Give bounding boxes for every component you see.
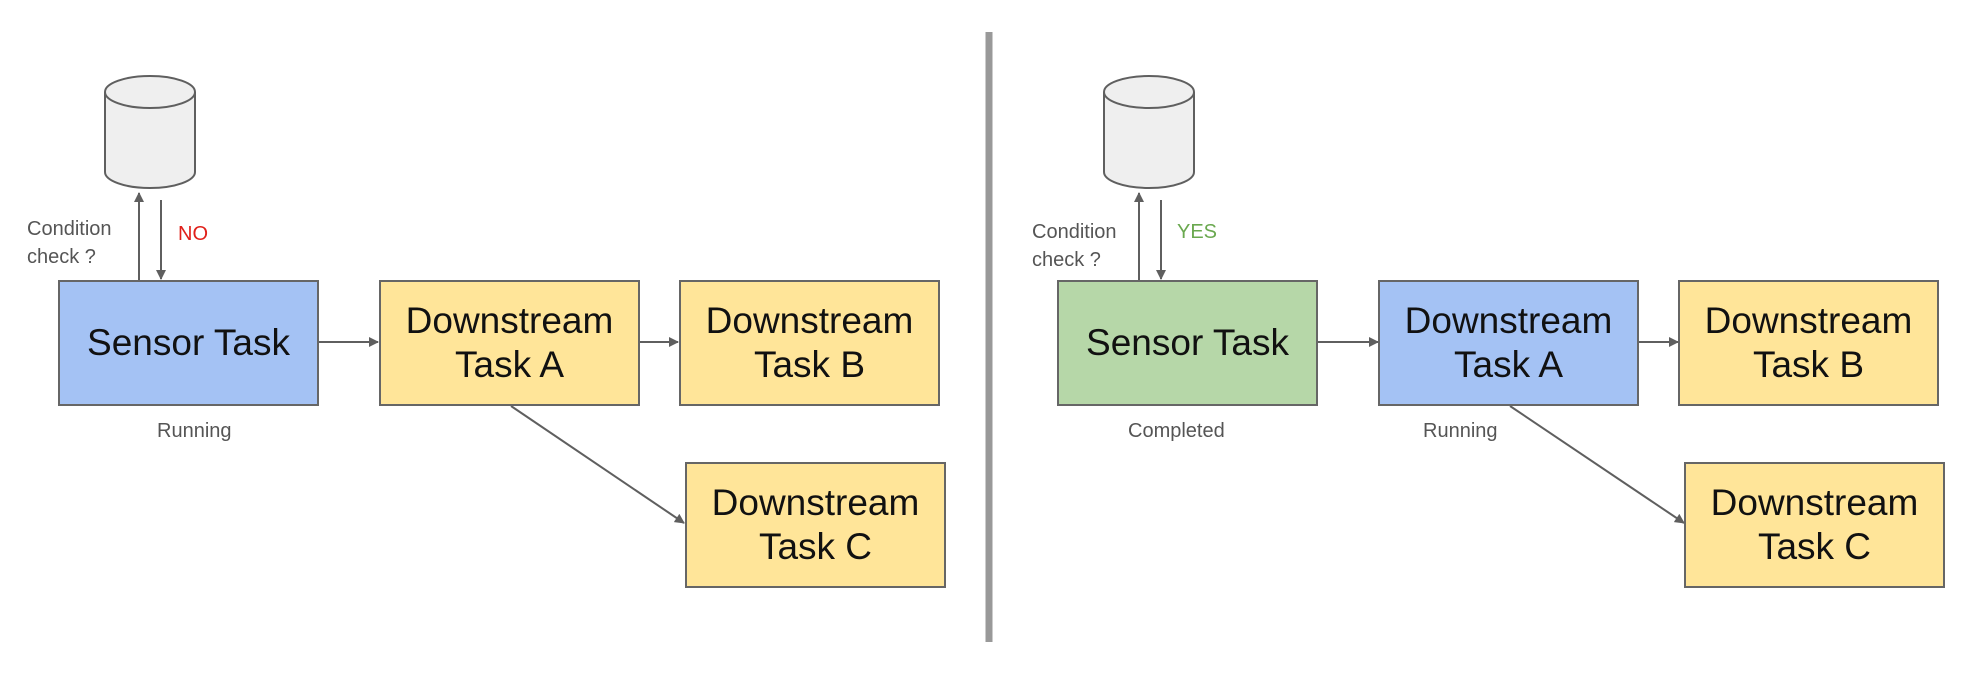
right-downstream-task-b: Downstream Task B — [1678, 280, 1939, 406]
left-downstream-task-c: Downstream Task C — [685, 462, 946, 588]
left-downstream-task-a: Downstream Task A — [379, 280, 640, 406]
right-arrow-a-to-c — [1509, 405, 1685, 524]
left-sensor-task: Sensor Task — [58, 280, 319, 406]
left-downstream-task-b: Downstream Task B — [679, 280, 940, 406]
left-database-icon — [104, 75, 196, 189]
left-answer-no: NO — [178, 223, 208, 245]
right-sensor-status: Completed — [1128, 420, 1225, 442]
right-answer-yes: YES — [1177, 221, 1218, 243]
right-downstream-task-a: Downstream Task A — [1378, 280, 1639, 406]
right-database-icon — [1103, 75, 1195, 189]
right-condition-check-label: Condition check ? — [1032, 221, 1117, 271]
right-sensor-task: Sensor Task — [1057, 280, 1318, 406]
right-downstream-task-c: Downstream Task C — [1684, 462, 1945, 588]
left-sensor-status: Running — [157, 420, 232, 442]
left-condition-check-label: Condition check ? — [27, 218, 112, 268]
left-arrow-a-to-c — [510, 405, 685, 524]
right-task-a-status: Running — [1423, 420, 1498, 442]
